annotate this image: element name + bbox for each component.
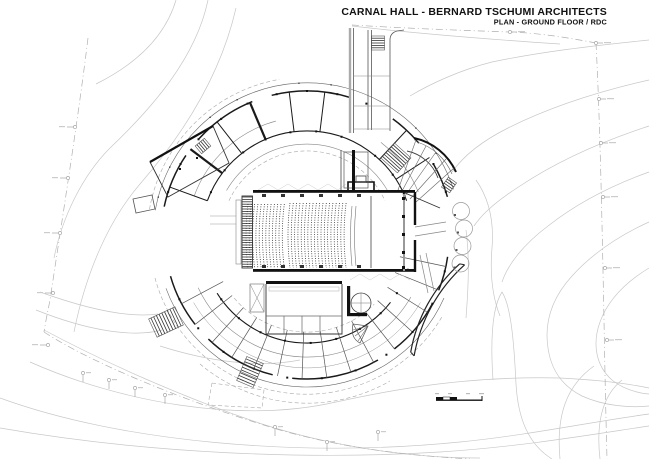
fan-stair	[351, 323, 369, 344]
building-ring-arcs	[155, 82, 466, 388]
scale-bar	[435, 393, 484, 401]
survey-markers	[32, 30, 622, 451]
auditorium-south-wall	[253, 269, 415, 272]
wall-pilasters	[262, 194, 361, 268]
roof-truss-marks	[349, 273, 411, 281]
pit-edge	[354, 205, 357, 267]
rear-gallery	[235, 199, 242, 265]
rear-wall-hatch	[242, 196, 252, 268]
stair-hatches	[148, 35, 457, 388]
south-block	[249, 221, 447, 344]
stair-hatch	[441, 176, 457, 194]
auditorium	[235, 175, 417, 281]
trees	[451, 202, 473, 273]
rear-technical-wall	[241, 195, 253, 269]
east-corridor	[414, 221, 447, 294]
acoustic-band	[268, 286, 340, 292]
north-inner-rooms	[210, 150, 369, 225]
east-fan-wing	[397, 137, 457, 209]
roof-truss-marks	[257, 183, 347, 191]
north-wall-notch	[347, 181, 375, 190]
west-annex	[132, 194, 156, 214]
stair-hatch	[236, 356, 264, 388]
title-block: CARNAL HALL - BERNARD TSCHUMI ARCHITECTS…	[341, 6, 607, 27]
structural-columns	[157, 82, 452, 380]
pit-edge	[350, 205, 353, 267]
stair-hatch	[380, 142, 412, 174]
north-west-wing	[149, 125, 230, 198]
terrace-dashed-edges	[149, 79, 444, 409]
drawing-title: CARNAL HALL - BERNARD TSCHUMI ARCHITECTS	[341, 6, 607, 18]
stair-hatch	[148, 306, 184, 338]
site-boundary-lines	[43, 24, 608, 459]
stage	[370, 192, 417, 272]
lift-shaft	[249, 283, 265, 313]
lower-radial-partitions	[181, 256, 446, 379]
north-wall-vestibule	[355, 175, 367, 183]
proscenium-columns	[402, 197, 405, 269]
rehearsal-room	[265, 284, 343, 335]
auditorium-north-wall	[253, 190, 415, 193]
auditorium-seating-rows	[245, 202, 347, 269]
north-service-corridor	[348, 28, 405, 133]
spiral-stair	[347, 286, 372, 317]
drawing-subtitle: PLAN - GROUND FLOOR / RDC	[494, 18, 608, 27]
stair-hatch	[194, 137, 212, 155]
rehearsal-north-wall	[266, 281, 342, 284]
stair-hatch	[371, 35, 385, 51]
